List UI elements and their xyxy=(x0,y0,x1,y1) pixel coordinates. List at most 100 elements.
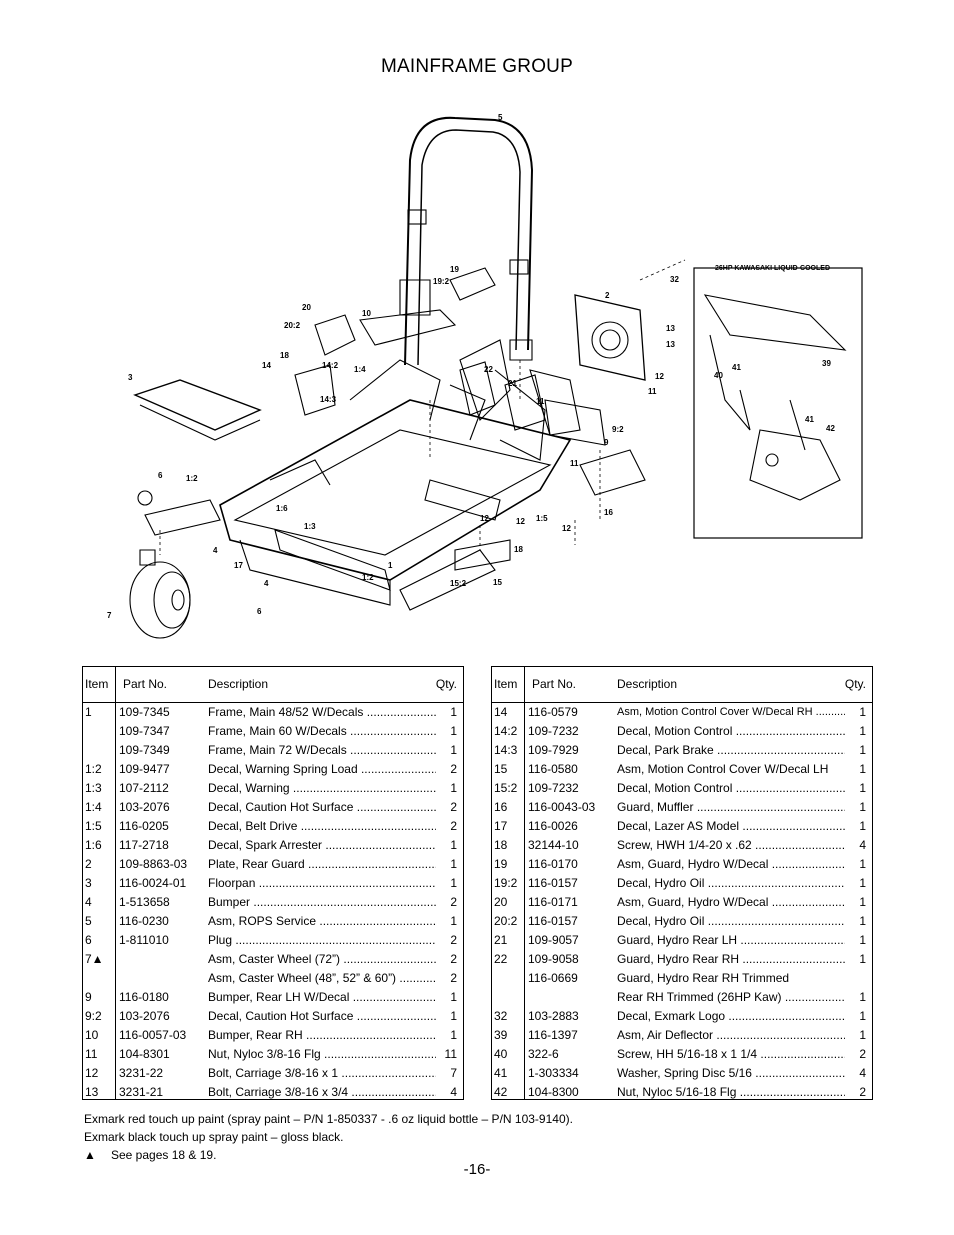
qty-cell: 2 xyxy=(450,895,457,909)
qty-cell: 2 xyxy=(450,819,457,833)
callout: 12 xyxy=(516,517,525,526)
qty-cell: 2 xyxy=(450,933,457,947)
header-qty: Qty. xyxy=(435,677,457,691)
item-cell: 21 xyxy=(494,933,508,947)
callout: 5 xyxy=(498,113,503,122)
qty-cell: 7 xyxy=(450,1066,457,1080)
part-number-cell: 109-7232 xyxy=(528,724,579,738)
part-number-cell: 109-7347 xyxy=(119,724,170,738)
callout: 11 xyxy=(648,387,657,396)
engine-label: 26HP KAWASAKI LIQUID-COOLED xyxy=(715,265,830,272)
qty-cell: 1 xyxy=(450,1009,457,1023)
qty-cell: 1 xyxy=(450,724,457,738)
description-cell: Decal, Hydro Oil xyxy=(617,914,845,928)
column-divider xyxy=(115,667,116,1099)
callout: 18 xyxy=(280,351,289,360)
qty-cell: 4 xyxy=(859,838,866,852)
item-cell: 15:2 xyxy=(494,781,518,795)
description-cell: Bumper, Rear LH W/Decal xyxy=(208,990,436,1004)
qty-cell: 1 xyxy=(859,819,866,833)
header-part-no: Part No. xyxy=(123,677,168,691)
page-number: -16- xyxy=(463,1161,491,1178)
qty-cell: 1 xyxy=(450,743,457,757)
callout: 12 xyxy=(562,524,571,533)
callout: 10 xyxy=(362,309,371,318)
callout: 22 xyxy=(484,365,493,374)
header-item: Item xyxy=(85,677,109,691)
part-number-cell: 107-2112 xyxy=(119,781,169,795)
callout: 9 xyxy=(604,438,609,447)
qty-cell: 2 xyxy=(450,952,457,966)
description-cell: Bumper, Rear RH xyxy=(208,1028,436,1042)
part-number-cell: 109-7929 xyxy=(528,743,579,757)
item-cell: 17 xyxy=(494,819,508,833)
item-cell: 1:6 xyxy=(85,838,102,852)
qty-cell: 2 xyxy=(859,1085,866,1099)
item-cell: 9 xyxy=(85,990,92,1004)
qty-cell: 2 xyxy=(450,800,457,814)
callout: 1:4 xyxy=(354,365,366,374)
description-cell: Guard, Hydro Rear RH xyxy=(617,952,845,966)
header-item: Item xyxy=(494,677,518,691)
part-number-cell: 104-8301 xyxy=(119,1047,170,1061)
callout: 14:3 xyxy=(320,395,337,404)
part-number-cell: 116-0205 xyxy=(119,819,169,833)
callout: 4 xyxy=(213,546,218,555)
description-cell: Rear RH Trimmed (26HP Kaw) xyxy=(617,990,845,1004)
qty-cell: 1 xyxy=(859,781,866,795)
part-number-cell: 116-0170 xyxy=(528,857,578,871)
qty-cell: 1 xyxy=(859,762,866,776)
description-cell: Bumper xyxy=(208,895,436,909)
table-header: Item Part No. Description Qty. xyxy=(492,667,872,703)
qty-cell: 4 xyxy=(450,1085,457,1099)
part-number-cell: 322-6 xyxy=(528,1047,559,1061)
description-cell: Frame, Main 60 W/Decals xyxy=(208,724,436,738)
part-number-cell: 116-0180 xyxy=(119,990,169,1004)
item-cell: 14:2 xyxy=(494,724,518,738)
part-number-cell: 1-811010 xyxy=(119,933,169,947)
item-cell: 9:2 xyxy=(85,1009,102,1023)
item-cell: 10 xyxy=(85,1028,99,1042)
note-see-pages: ▲See pages 18 & 19. xyxy=(84,1146,573,1164)
callout: 20 xyxy=(302,303,311,312)
callout: 4 xyxy=(264,579,269,588)
callout: 41 xyxy=(805,415,814,424)
part-number-cell: 109-9477 xyxy=(119,762,170,776)
qty-cell: 1 xyxy=(859,914,866,928)
callout: 13 xyxy=(666,340,675,349)
table-row: 61-811010Plug2 xyxy=(83,933,463,952)
callout: 3 xyxy=(128,373,133,382)
part-number-cell: 116-0157 xyxy=(528,876,578,890)
description-cell: Frame, Main 72 W/Decals xyxy=(208,743,436,757)
table-row: 7▲Asm, Caster Wheel (72”)2 xyxy=(83,952,463,971)
callout: 1:2 xyxy=(186,474,198,483)
item-cell: 5 xyxy=(85,914,92,928)
description-cell: Asm, Guard, Hydro W/Decal xyxy=(617,895,845,909)
qty-cell: 1 xyxy=(450,1028,457,1042)
item-cell: 15 xyxy=(494,762,508,776)
part-number-cell: 116-1397 xyxy=(528,1028,578,1042)
description-cell: Decal, Spark Arrester xyxy=(208,838,436,852)
description-cell: Decal, Motion Control xyxy=(617,781,845,795)
qty-cell: 1 xyxy=(859,1009,866,1023)
header-part-no: Part No. xyxy=(532,677,577,691)
callout: 14:2 xyxy=(322,361,339,370)
item-cell: 16 xyxy=(494,800,508,814)
part-number-cell: 3231-22 xyxy=(119,1066,164,1080)
item-cell: 32 xyxy=(494,1009,508,1023)
part-number-cell: 3231-21 xyxy=(119,1085,164,1099)
part-number-cell: 103-2883 xyxy=(528,1009,579,1023)
note-see-pages-text: See pages 18 & 19. xyxy=(111,1148,217,1162)
